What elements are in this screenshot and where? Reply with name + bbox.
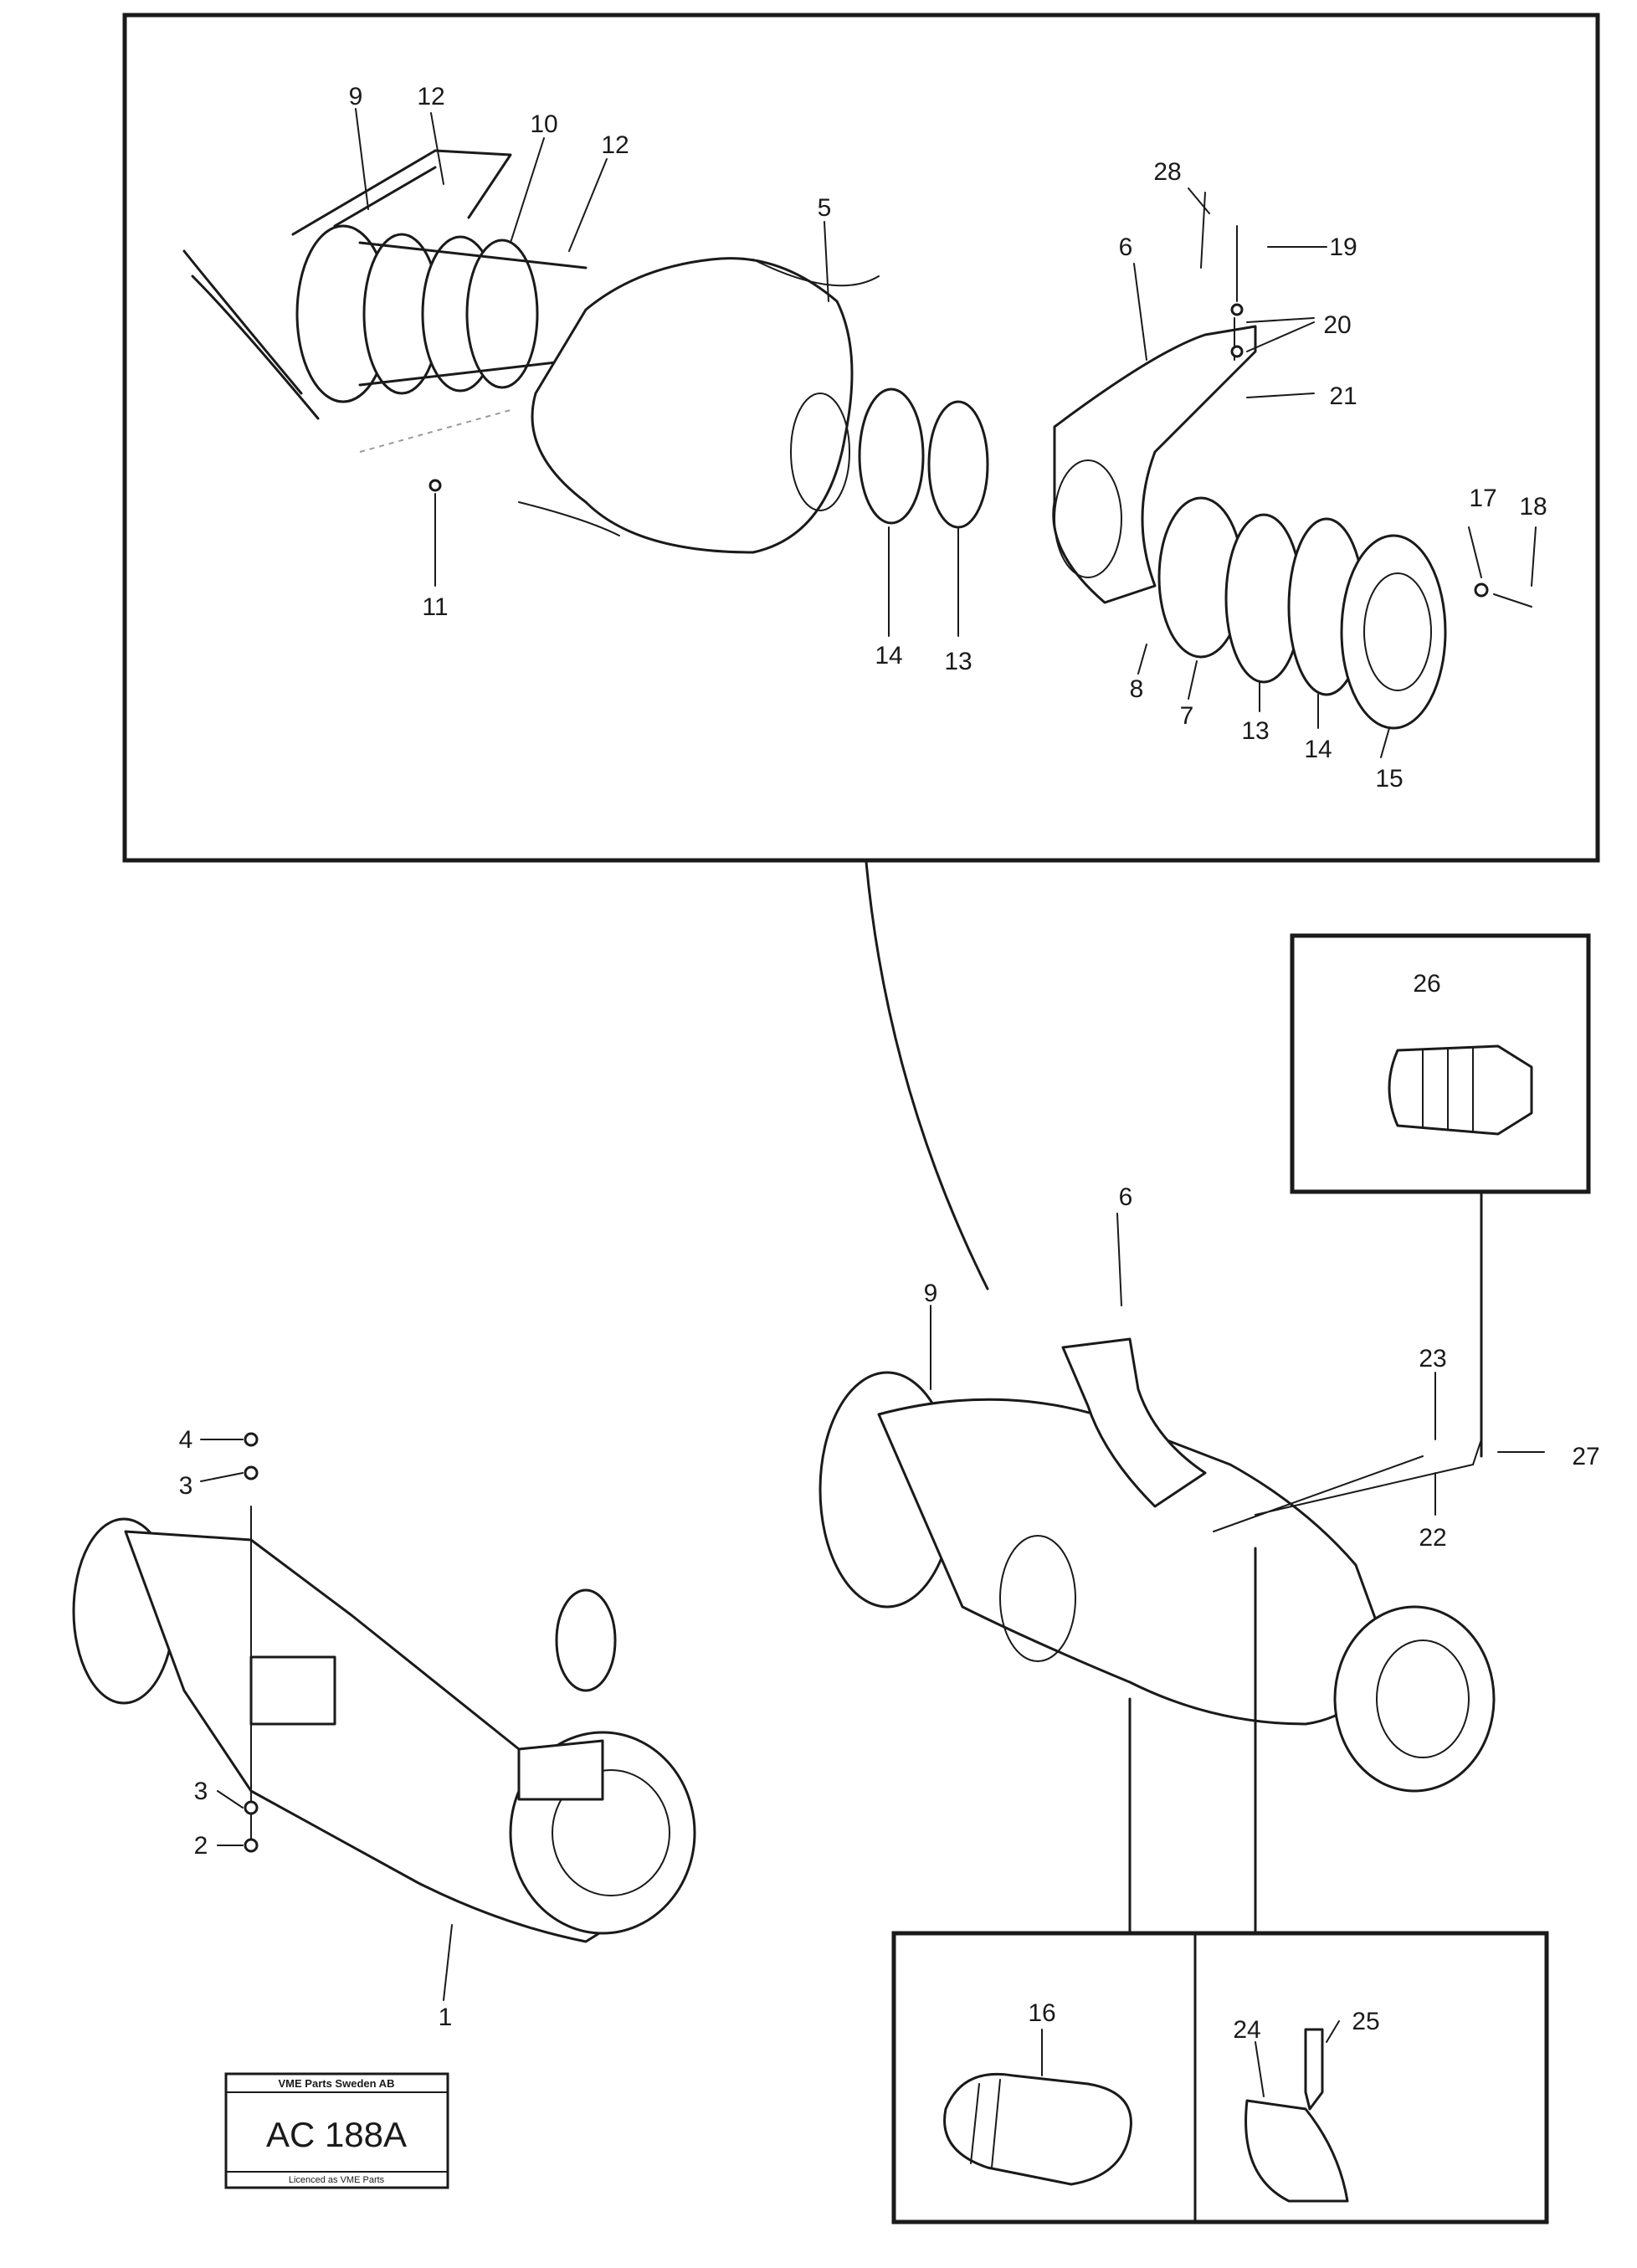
callout-2: 2 — [194, 1832, 208, 1860]
seal-part-14-left — [858, 387, 925, 525]
callout-10: 10 — [530, 110, 557, 138]
callout-14-right: 14 — [1304, 736, 1332, 763]
callout-24: 24 — [1233, 2016, 1260, 2044]
callout-9-assembly: 9 — [924, 1280, 938, 1307]
callout-11: 11 — [422, 593, 448, 621]
plate-header: VME Parts Sweden AB — [279, 2077, 395, 2090]
callout-3-lower: 3 — [194, 1778, 208, 1805]
callout-13-left: 13 — [944, 648, 972, 675]
cradle-part-6 — [1052, 325, 1257, 604]
reference-plate: VME Parts Sweden AB AC 188A Licenced as … — [224, 2072, 449, 2189]
fitting-part-26 — [1388, 1044, 1533, 1136]
end-cap-part-15 — [1340, 534, 1447, 730]
callout-13-right: 13 — [1241, 717, 1269, 745]
callout-19: 19 — [1329, 233, 1357, 261]
clamp-part-24 — [1244, 2099, 1349, 2203]
callout-12-second: 12 — [601, 131, 629, 159]
assembled-axle-left — [72, 1432, 696, 1943]
plate-code: AC 188A — [266, 2115, 407, 2154]
fitting-26-inset — [1290, 933, 1591, 1194]
callout-20: 20 — [1323, 311, 1351, 339]
callout-5: 5 — [818, 194, 832, 222]
callout-21: 21 — [1329, 382, 1357, 410]
callout-23: 23 — [1419, 1345, 1446, 1373]
callout-28: 28 — [1153, 158, 1181, 186]
callout-27: 27 — [1572, 1443, 1599, 1470]
leader-lines — [200, 108, 1545, 2097]
elbow-part-16 — [943, 2072, 1132, 2186]
exploded-view-frame — [122, 13, 1600, 863]
callout-4: 4 — [179, 1426, 193, 1454]
callout-7: 7 — [1180, 702, 1194, 730]
callout-16: 16 — [1028, 1999, 1055, 2027]
callout-12-top: 12 — [417, 83, 444, 110]
callout-26: 26 — [1413, 970, 1440, 998]
callout-18: 18 — [1519, 493, 1547, 521]
callout-6-assembly: 6 — [1119, 1183, 1133, 1211]
detail-connector-line — [865, 860, 989, 1291]
callout-3-upper: 3 — [179, 1472, 193, 1500]
callout-labels: 9 12 10 12 5 11 14 13 6 28 19 20 21 17 1… — [179, 83, 1600, 2044]
seal-part-13-left — [927, 400, 989, 529]
callout-17: 17 — [1469, 485, 1496, 512]
clamp-inset-frame — [891, 1931, 1549, 2224]
callout-25: 25 — [1352, 2008, 1379, 2035]
plate-footer: Licenced as VME Parts — [289, 2175, 385, 2185]
screw-part-25 — [1304, 2028, 1324, 2111]
callout-15: 15 — [1375, 765, 1403, 793]
callout-22: 22 — [1419, 1524, 1446, 1552]
callout-14-left: 14 — [875, 642, 902, 670]
callout-8: 8 — [1130, 675, 1144, 703]
assembled-axle-right — [818, 1337, 1496, 1935]
callout-1: 1 — [439, 2004, 453, 2031]
axle-housing-part-5 — [531, 257, 854, 554]
callout-9-top: 9 — [349, 83, 363, 110]
callout-6-top: 6 — [1119, 233, 1133, 261]
exploded-view-parts — [182, 149, 1532, 730]
